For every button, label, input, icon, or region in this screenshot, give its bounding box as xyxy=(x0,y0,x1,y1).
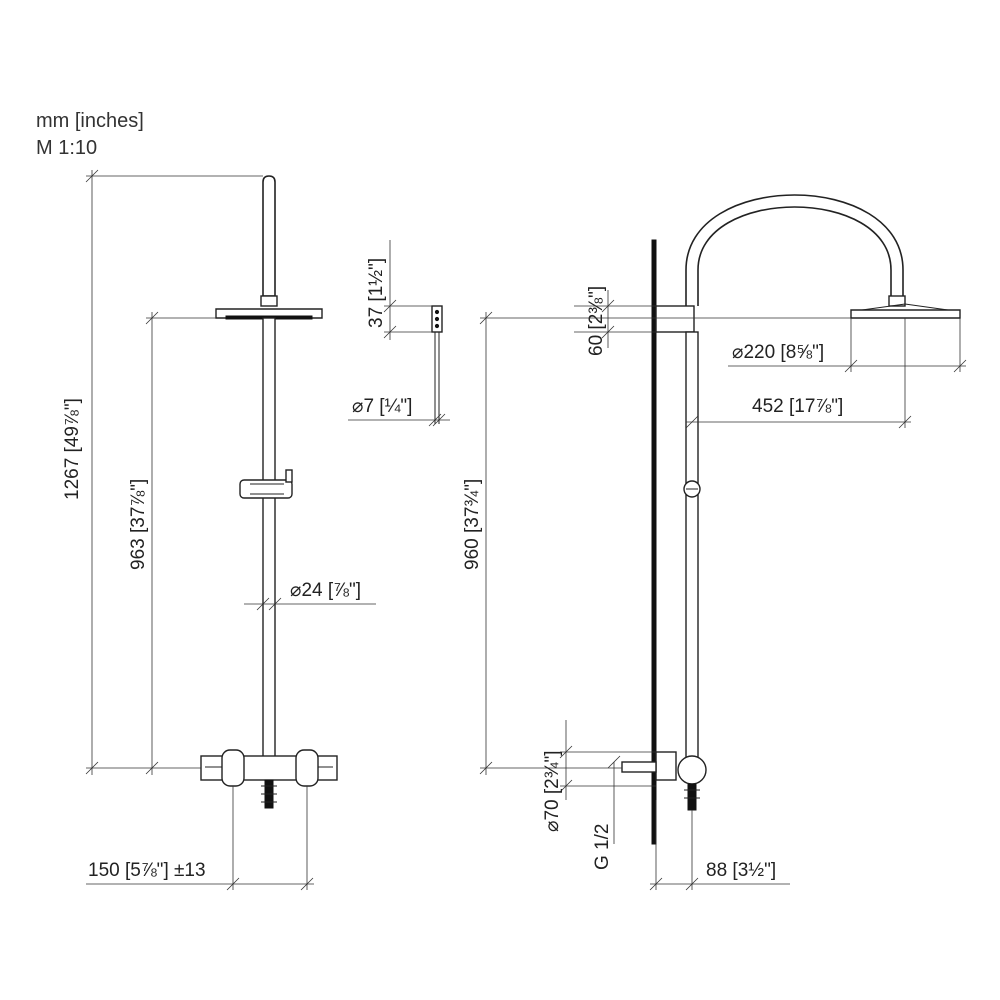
detail-height-label: 37 [1½"] xyxy=(366,258,387,328)
riser-rod xyxy=(685,331,699,759)
bracket-height-label: 60 [2⅜"] xyxy=(586,286,607,356)
mixer-handle-right xyxy=(295,749,319,787)
detail-view: 37 [1½"] ⌀7 [¼"] xyxy=(348,240,450,427)
mixer-side-body xyxy=(677,755,707,785)
shower-arm-inner xyxy=(697,206,892,306)
arm-joint xyxy=(888,295,906,307)
shower-arm-outer xyxy=(685,194,904,306)
slider-knob xyxy=(285,469,293,483)
front-view: 1267 [49⅞"] 963 [37⅞"] ⌀24 [⅞"] 150 [5⅞"… xyxy=(62,169,376,891)
scale-label: M 1:10 xyxy=(36,137,97,159)
wall-distance-label: 88 [3½"] xyxy=(706,860,776,881)
center-distance-label: 150 [5⅞"] ±13 xyxy=(88,860,206,881)
side-view: 60 [2⅜"] ⌀220 [8⅝"] 452 [17⅞"] 960 [37¾"… xyxy=(462,194,967,891)
head-diameter-label: ⌀220 [8⅝"] xyxy=(732,342,824,363)
mixer-handle-left xyxy=(221,749,245,787)
eccentric-fitting xyxy=(621,761,657,773)
head-height-label: 963 [37⅞"] xyxy=(128,479,149,570)
side-head-height-label: 960 [37¾"] xyxy=(462,479,483,570)
wall-connector xyxy=(655,751,677,781)
hose-connector-side xyxy=(687,783,697,811)
head-joint xyxy=(260,295,278,307)
thread-label: G 1/2 xyxy=(592,824,613,870)
rod-diameter-label: ⌀24 [⅞"] xyxy=(290,580,361,601)
shower-head-side xyxy=(850,309,961,319)
top-rod xyxy=(262,175,276,297)
total-height-label: 1267 [49⅞"] xyxy=(62,398,83,500)
arm-reach-label: 452 [17⅞"] xyxy=(752,396,843,417)
wall-bracket xyxy=(655,305,695,333)
outlet-diameter-label: ⌀70 [2¾"] xyxy=(542,750,563,832)
detail-diameter-label: ⌀7 [¼"] xyxy=(352,396,412,417)
units-label: mm [inches] xyxy=(36,110,144,132)
hand-shower-slider xyxy=(239,479,293,499)
main-rod xyxy=(262,317,276,759)
wall xyxy=(651,239,657,845)
